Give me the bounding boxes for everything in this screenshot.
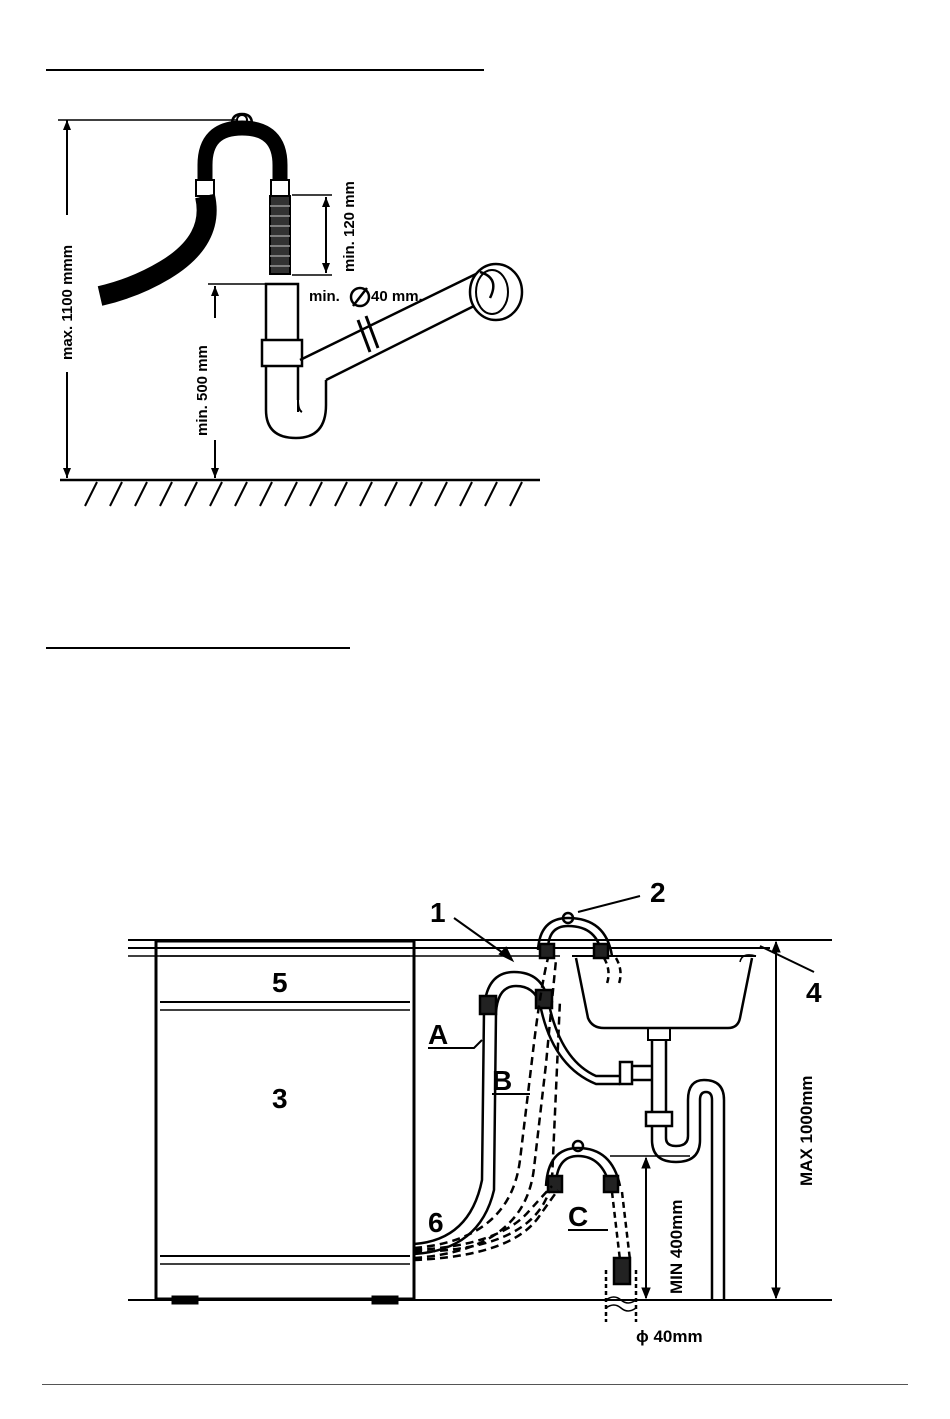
callout-4: 4 xyxy=(806,977,822,1008)
min-height-label-2: MIN 400mm xyxy=(667,1200,686,1294)
option-a-label: A xyxy=(428,1019,448,1050)
max-height-dimension-2 xyxy=(772,942,780,1298)
callout-2: 2 xyxy=(650,877,666,908)
option-c-label: C xyxy=(568,1201,588,1232)
option-b-label: B xyxy=(492,1065,512,1096)
callout-3: 3 xyxy=(272,1083,288,1114)
max-height-label-2: MAX 1000mm xyxy=(797,1075,816,1186)
callout-1: 1 xyxy=(430,897,446,928)
option-a-hose xyxy=(414,972,620,1254)
diameter-label: ϕ 40mm xyxy=(636,1327,703,1346)
option-c-standpipe xyxy=(414,1141,636,1322)
sink-basin xyxy=(560,948,770,1040)
callout-6: 6 xyxy=(428,1207,444,1238)
callout-5: 5 xyxy=(272,967,288,998)
